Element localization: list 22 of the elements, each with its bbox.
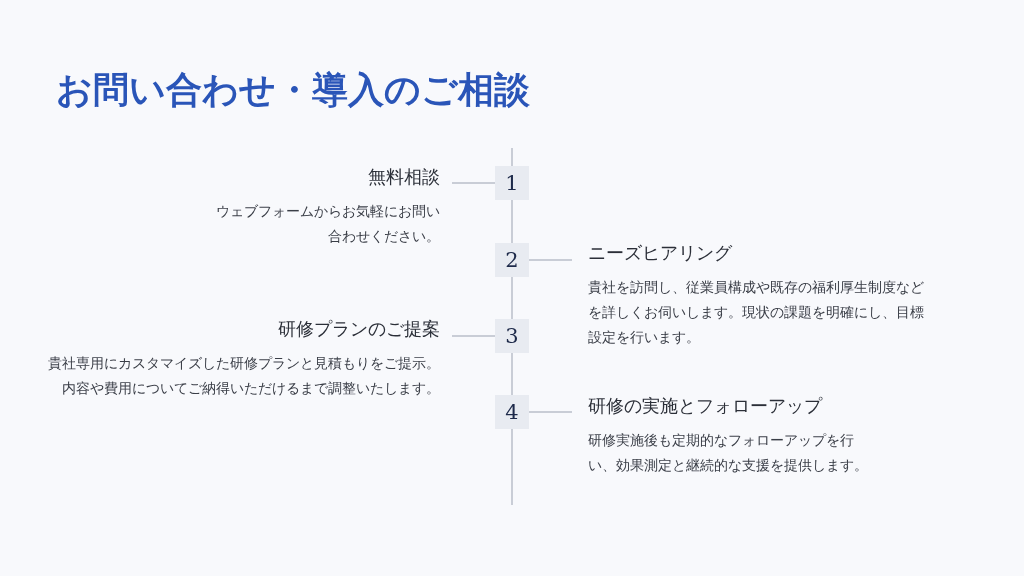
step-title: ニーズヒアリング: [588, 241, 732, 265]
step-title: 無料相談: [368, 165, 440, 189]
leader-line: [451, 335, 496, 337]
page-title: お問い合わせ・導入のご相談: [56, 68, 530, 112]
leader-line: [528, 259, 573, 261]
step-description: 貴社を訪問し、従業員構成や既存の福利厚生制度などを詳しくお伺いします。現状の課題を明確にし、目標設定を行います。: [588, 278, 925, 347]
leader-line: [451, 182, 496, 184]
step-description: 貴社専用にカスタマイズした研修プランと見積もりをご提示。内容や費用についてご納得いただけるまで調整いたします。: [47, 354, 440, 398]
step-description: ウェブフォームからお気軽にお問い合わせください。: [215, 202, 440, 246]
leader-line: [528, 411, 573, 413]
step-title: 研修プランのご提案: [278, 317, 440, 341]
timeline-line: [511, 352, 513, 396]
timeline-line: [511, 276, 513, 320]
timeline-line: [511, 199, 513, 244]
step-number-box: 1: [495, 166, 529, 200]
step-description: 研修実施後も定期的なフォローアップを行い、効果測定と継続的な支援を提供します。: [588, 431, 869, 475]
timeline-line: [511, 428, 513, 506]
step-number-box: 4: [495, 395, 529, 429]
step-number-box: 3: [495, 319, 529, 353]
timeline-line: [511, 147, 513, 167]
step-number-box: 2: [495, 243, 529, 277]
step-title: 研修の実施とフォローアップ: [588, 394, 822, 418]
